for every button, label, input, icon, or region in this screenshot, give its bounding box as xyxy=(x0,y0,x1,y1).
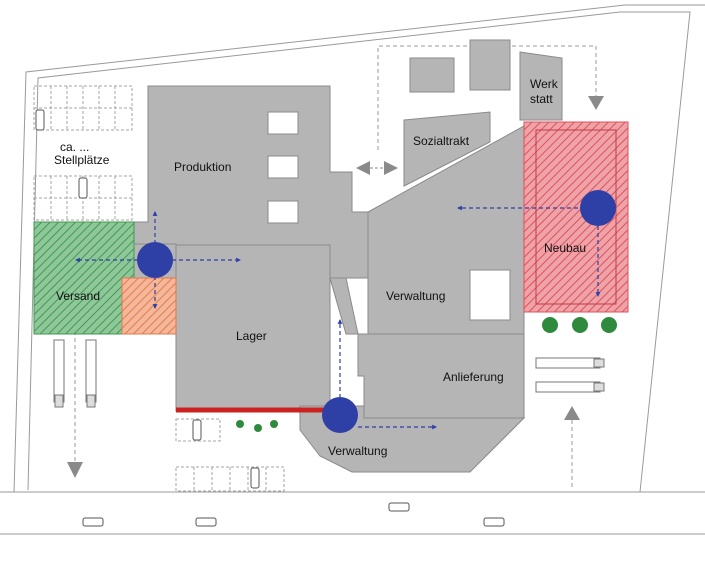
flow-arrows xyxy=(75,205,601,430)
arrow-icon xyxy=(356,161,370,175)
building-werkstatt xyxy=(519,51,563,121)
site-boundary xyxy=(13,4,705,493)
car-icon xyxy=(78,177,88,199)
window-openings xyxy=(267,111,511,321)
car-icon xyxy=(250,467,260,489)
building-sozialtrakt xyxy=(403,111,491,187)
tree-icon xyxy=(270,420,278,428)
trees xyxy=(236,317,617,432)
tree-icon xyxy=(601,317,617,333)
truck-icon xyxy=(535,381,605,393)
label-werkstatt-line1: Werk xyxy=(530,77,558,91)
circle-marker-icon xyxy=(137,242,173,278)
tree-icon xyxy=(542,317,558,333)
building-small-1 xyxy=(409,57,455,93)
parking-bottom xyxy=(175,418,285,492)
truck-icon xyxy=(53,339,65,408)
street xyxy=(0,491,705,535)
car-icon xyxy=(388,502,410,512)
arrow-icon xyxy=(588,96,604,110)
label-neubau: Neubau xyxy=(544,241,587,255)
label-stellplaetze-line2: Stellplätze xyxy=(54,153,110,167)
label-lager: Lager xyxy=(236,329,267,343)
circle-marker-icon xyxy=(580,190,616,226)
zone-versand xyxy=(33,221,135,335)
circle-marker-icon xyxy=(322,397,358,433)
building-connector xyxy=(329,277,359,335)
car-icon xyxy=(192,419,202,441)
label-sozialtrakt: Sozialtrakt xyxy=(413,134,470,148)
parking-top-left xyxy=(33,85,133,221)
car-icon xyxy=(195,517,217,527)
truck-icon xyxy=(535,357,605,369)
flow-markers xyxy=(137,190,616,433)
car-icon xyxy=(35,109,45,131)
car-icon xyxy=(82,517,104,527)
truck-icon xyxy=(85,339,97,408)
trucks xyxy=(53,339,605,408)
tree-icon xyxy=(236,420,244,428)
tree-icon xyxy=(572,317,588,333)
label-verwaltung-upper: Verwaltung xyxy=(386,289,446,303)
zone-versand-extension xyxy=(121,277,177,335)
label-verwaltung-lower: Verwaltung xyxy=(328,444,388,458)
building-lager xyxy=(175,244,331,412)
arrow-icon xyxy=(67,462,83,478)
building-small-2 xyxy=(469,39,511,91)
car-icon xyxy=(483,517,505,527)
label-werkstatt-line2: statt xyxy=(530,92,553,106)
label-produktion: Produktion xyxy=(174,160,232,174)
cars xyxy=(35,109,505,527)
tree-icon xyxy=(254,424,262,432)
label-versand: Versand xyxy=(56,289,101,303)
zone-neubau-inner xyxy=(535,129,617,305)
arrow-icon xyxy=(564,406,580,420)
arrow-icon xyxy=(384,161,398,175)
label-anlieferung: Anlieferung xyxy=(443,370,504,384)
label-stellplaetze-line1: ca. ... xyxy=(60,140,90,154)
grey-arrows xyxy=(67,96,604,478)
